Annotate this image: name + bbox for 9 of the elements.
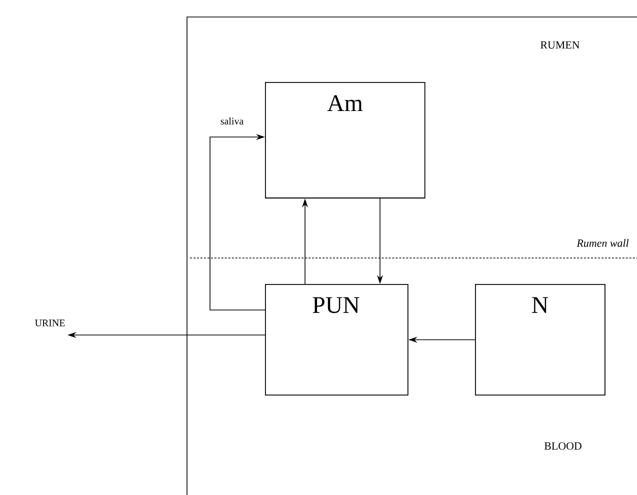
outflow-label: URINE — [35, 320, 65, 326]
region-label: Rumen wall — [576, 239, 629, 247]
arrow — [210, 134, 266, 310]
edge-label: saliva — [219, 116, 245, 126]
compartment-box: PUN — [265, 284, 408, 396]
compartment-box: N — [475, 284, 606, 396]
compartment-box: Am — [265, 82, 426, 198]
region-label: RUMEN — [540, 41, 580, 49]
region-label: BLOOD — [544, 442, 582, 450]
